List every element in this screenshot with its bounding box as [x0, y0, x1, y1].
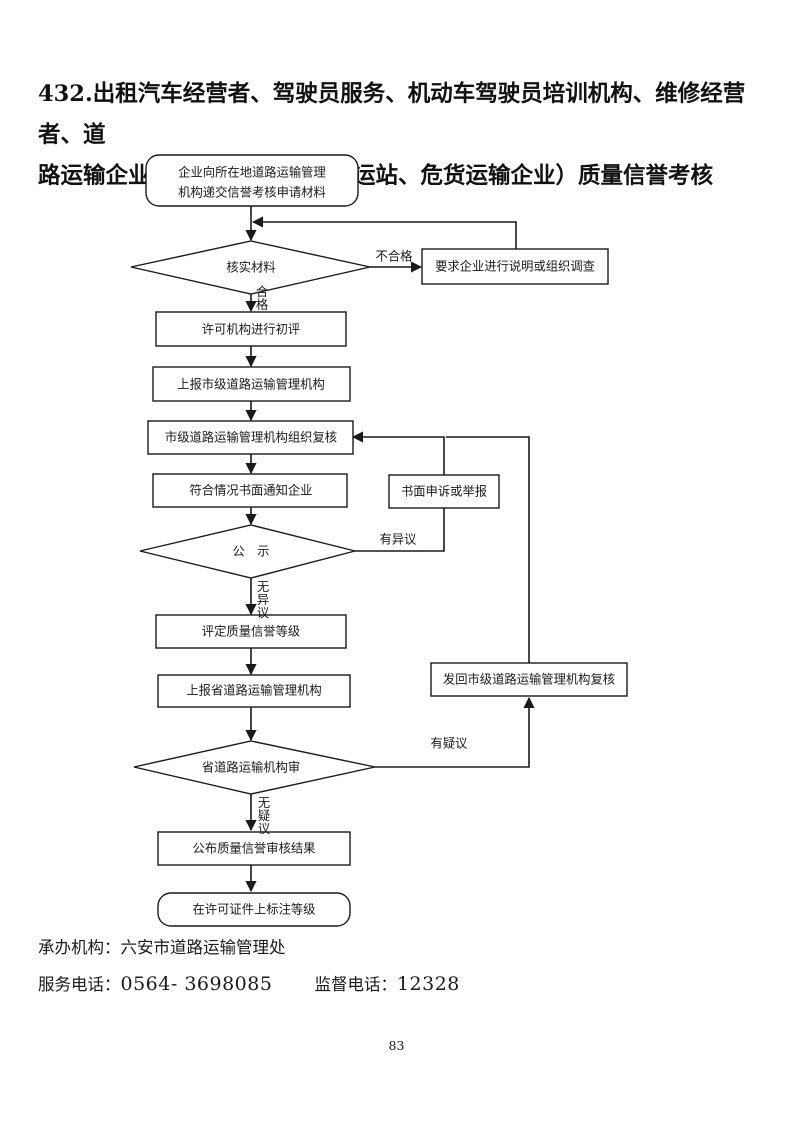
flow-node-apply-line-2: 机构递交信誉考核申请材料 [178, 185, 326, 200]
footer-supervise-value: 12328 [396, 973, 460, 995]
flow-node-city-recheck: 市级道路运输管理机构组织复核 [147, 420, 354, 455]
footer-agency-value: 六安市道路运输管理处 [120, 938, 286, 957]
flow-node-assign-grade: 评定质量信誉等级 [155, 614, 347, 649]
footer-contact-info: 承办机构：六安市道路运输管理处 服务电话：0564- 3698085 监督电话：1… [38, 930, 738, 1003]
flow-node-province-report-label: 上报省道路运输管理机构 [186, 683, 321, 698]
edge-label-no-objection-char-2: 异 [257, 593, 269, 607]
flow-node-written-appeal: 书面申诉或举报 [388, 474, 500, 509]
flow-node-notify-enterprise: 符合情况书面通知企业 [152, 473, 348, 508]
edge-label-no-objection-char-3: 议 [257, 606, 269, 620]
flow-node-city-recheck-label: 市级道路运输管理机构组织复核 [165, 430, 337, 445]
flow-node-initial-review-label: 许可机构进行初评 [202, 322, 300, 337]
flow-node-city-report: 上报市级道路运输管理机构 [152, 366, 351, 402]
flow-node-mark-license-label: 在许可证件上标注等级 [193, 902, 316, 917]
flow-node-apply: 企业向所在地道路运输管理 机构递交信誉考核申请材料 [145, 154, 359, 207]
footer-phone-line: 服务电话：0564- 3698085 监督电话：12328 [38, 966, 738, 1003]
footer-supervise-label: 监督电话： [314, 975, 397, 994]
flow-node-verify-materials: 核实材料 [130, 240, 371, 295]
flow-node-publish-result-label: 公布质量信誉审核结果 [193, 841, 316, 856]
flow-node-apply-line-1: 企业向所在地道路运输管理 [178, 165, 326, 180]
edge-label-no-objection-char-1: 无 [257, 580, 269, 594]
flow-node-publicize-label: 公 示 [233, 545, 270, 559]
flow-node-province-review-label: 省道路运输机构审 [202, 760, 300, 775]
edge-publicize-objection-to-appeal [355, 508, 445, 552]
footer-agency-label: 承办机构： [38, 938, 121, 957]
flow-node-written-appeal-label: 书面申诉或举报 [401, 484, 487, 499]
edge-label-doubt: 有疑议 [431, 736, 468, 751]
edge-appeal-to-city-recheck [351, 431, 445, 475]
edge-investigate-loopback [251, 216, 517, 249]
edge-label-fail: 不合格 [376, 249, 414, 264]
edge-return-to-city-recheck [446, 436, 530, 663]
flow-node-initial-review: 许可机构进行初评 [155, 311, 347, 347]
flow-node-verify-materials-label: 核实材料 [226, 260, 275, 275]
flow-node-return-to-city-label: 发回市级道路运输管理机构复核 [443, 672, 615, 687]
flow-node-assign-grade-label: 评定质量信誉等级 [202, 624, 300, 639]
footer-agency-line: 承办机构：六安市道路运输管理处 [38, 930, 738, 966]
edge-label-no-doubt-char-2: 疑 [258, 808, 270, 823]
flow-node-investigate-label: 要求企业进行说明或组织调查 [435, 259, 595, 274]
flow-node-province-report: 上报省道路运输管理机构 [157, 674, 351, 708]
flow-node-notify-enterprise-label: 符合情况书面通知企业 [190, 483, 313, 498]
edge-label-objection: 有异议 [380, 533, 417, 547]
page-title-line-1: 432.出租汽车经营者、驾驶员服务、机动车驾驶员培训机构、维修经营者、道 [38, 81, 746, 148]
edge-label-no-doubt-char-3: 议 [258, 822, 270, 836]
flow-node-publish-result: 公布质量信誉审核结果 [157, 831, 351, 866]
edge-label-pass-char-1: 合 [256, 284, 268, 299]
page-number: 83 [388, 1038, 405, 1053]
flow-node-publicize: 公 示 [139, 524, 356, 579]
flow-node-mark-license: 在许可证件上标注等级 [157, 892, 351, 927]
edge-label-no-doubt-char-1: 无 [258, 796, 270, 810]
flowchart: 企业向所在地道路运输管理 机构递交信誉考核申请材料 核实材料 要求企业进行说明或… [0, 148, 793, 938]
footer-service-label: 服务电话： [38, 975, 121, 994]
flow-node-investigate: 要求企业进行说明或组织调查 [421, 248, 609, 285]
flow-node-return-to-city: 发回市级道路运输管理机构复核 [430, 662, 628, 697]
flow-node-city-report-label: 上报市级道路运输管理机构 [177, 377, 325, 392]
edge-label-pass-char-2: 格 [256, 297, 269, 312]
edge-province-review-doubt-to-return [375, 696, 535, 768]
footer-service-value: 0564- 3698085 [120, 973, 273, 995]
flow-node-province-review: 省道路运输机构审 [133, 740, 376, 795]
